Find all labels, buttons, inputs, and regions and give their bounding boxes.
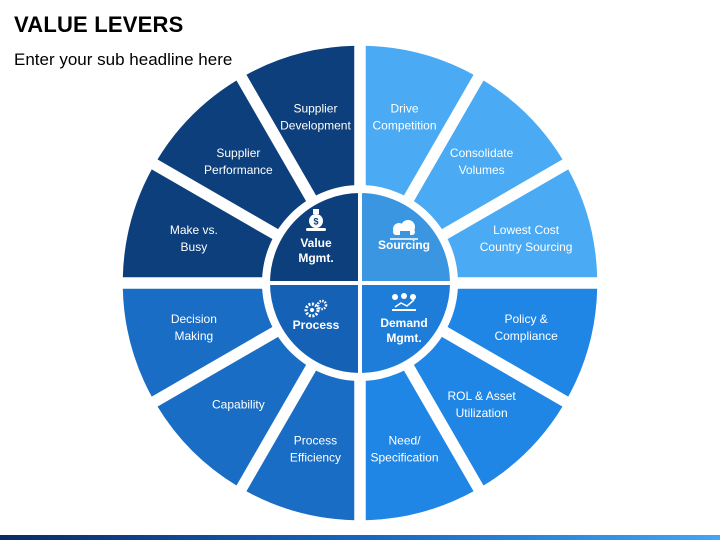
segment-need-specification-label-2: Specification [370, 451, 438, 465]
segment-policy-compliance-label-2: Compliance [494, 329, 558, 343]
segment-process-efficiency-label-1: Process [294, 434, 337, 448]
segment-supplier-development-label-1: Supplier [293, 101, 337, 115]
page-title: VALUE LEVERS [14, 12, 184, 37]
segment-drive-competition-label-2: Competition [373, 118, 437, 132]
segment-decision-making-label-1: Decision [171, 312, 217, 326]
quadrant-process: Process [265, 281, 362, 378]
quadrant-sourcing-label-1: Sourcing [378, 238, 430, 252]
cloud-network-icon [390, 220, 418, 240]
bottom-accent-bar [0, 535, 720, 540]
quadrant-process-label-1: Process [293, 318, 340, 332]
segments-layer: DriveCompetitionConsolidateVolumesLowest… [121, 44, 599, 522]
segment-supplier-performance-label-1: Supplier [216, 146, 260, 160]
segment-rol-asset-utilization-label-1: ROL & Asset [447, 389, 516, 403]
segment-decision-making-label-2: Making [175, 329, 214, 343]
segment-make-vs-busy-label-1: Make vs. [170, 223, 218, 237]
segment-make-vs-busy: Make vs. Busy [121, 167, 276, 279]
quadrant-sourcing: Sourcing [358, 188, 455, 285]
segment-policy-compliance: Policy & Compliance [444, 287, 599, 399]
gears-icon [304, 299, 328, 318]
segment-policy-compliance-label-1: Policy & [504, 312, 547, 326]
segment-supplier-performance-label-2: Performance [204, 163, 273, 177]
segment-lowest-cost-country-sourcing-label-1: Lowest Cost [493, 223, 560, 237]
quadrant-value-label-1: Value [300, 236, 332, 250]
quadrant-value-label-2: Mgmt. [298, 251, 333, 265]
segment-supplier-development-label-2: Development [280, 118, 351, 132]
segment-process-efficiency-label-2: Efficiency [290, 451, 341, 465]
segment-need-specification: Need/Specification [364, 367, 476, 522]
segment-make-vs-busy-label-2: Busy [181, 240, 208, 254]
segment-rol-asset-utilization-label-2: Utilization [456, 406, 508, 420]
quadrant-demand-label-1: Demand [380, 316, 427, 330]
quadrant-demand-label-2: Mgmt. [386, 331, 421, 345]
segment-capability-label-1: Capability [212, 398, 265, 412]
page-subtitle: Enter your sub headline here [14, 50, 233, 69]
segment-drive-competition-label-1: Drive [391, 101, 419, 115]
segment-consolidate-volumes-label-2: Volumes [459, 163, 505, 177]
svg-text:$: $ [313, 217, 318, 227]
segment-need-specification-label-1: Need/ [389, 434, 422, 448]
quadrant-demand-shape [358, 281, 455, 378]
segment-consolidate-volumes-label-1: Consolidate [450, 146, 514, 160]
segment-lowest-cost-country-sourcing-label-2: Country Sourcing [480, 240, 573, 254]
quadrant-value-shape [265, 188, 362, 285]
team-chart-icon [392, 293, 416, 311]
quadrant-process-shape [265, 281, 362, 378]
money-bag-hand-icon: $ [306, 209, 326, 231]
